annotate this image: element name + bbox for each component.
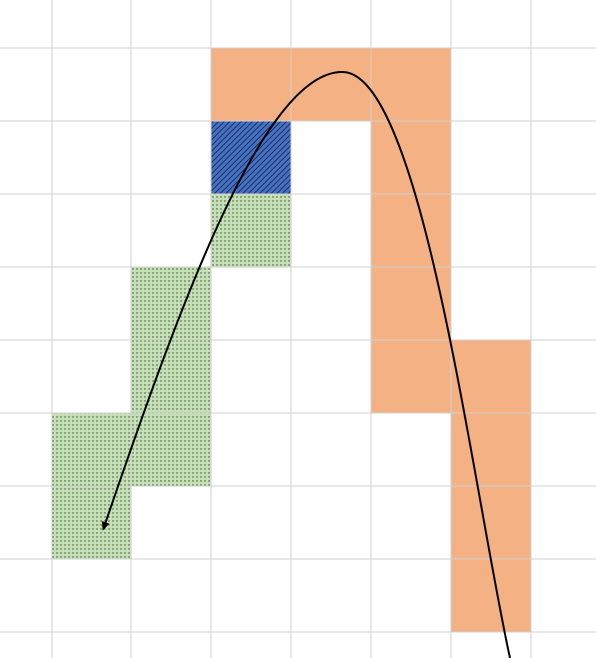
curve-layer — [101, 70, 511, 658]
green-region — [52, 194, 291, 559]
parabolic-curve — [101, 70, 511, 658]
blue-region — [211, 121, 291, 194]
